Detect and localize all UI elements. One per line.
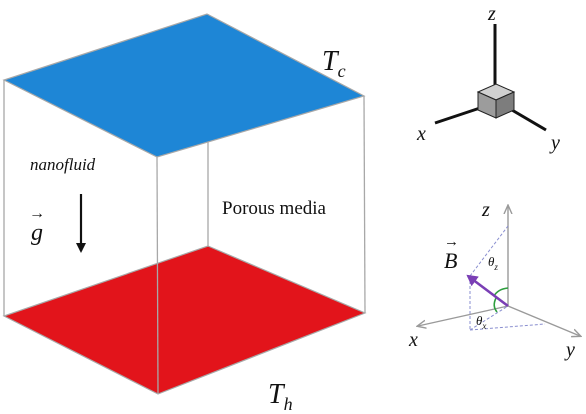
field-vector-B [466, 274, 509, 308]
theta-x-label: θx [476, 313, 486, 331]
projection-top [469, 225, 509, 277]
cold-temperature-label: Tc [322, 46, 346, 81]
field-x-axis [418, 305, 509, 326]
hot-wall [4, 246, 365, 394]
theta-z-arc [493, 287, 509, 297]
field-vector-label: B [444, 248, 457, 273]
right-vertical-edge [363, 95, 366, 314]
triad-z-label: z [487, 3, 496, 25]
cold-wall-outline [2, 13, 366, 158]
triad-y-label: y [549, 132, 560, 154]
theta-x-arc [493, 297, 498, 313]
field-z-label: z [481, 199, 490, 221]
field-vector-arrow-symbol: → [444, 234, 459, 250]
triad-x-label: x [416, 123, 426, 145]
field-y-label: y [564, 339, 575, 361]
gravity-label: g [31, 220, 43, 246]
gravity-arrow-symbol: → [29, 205, 45, 222]
nanofluid-label: nanofluid [30, 155, 96, 174]
gravity-vector: → g [29, 194, 86, 253]
field-x-label: x [408, 329, 418, 351]
front-vertical-edge [156, 156, 159, 395]
hot-temperature-label: Th [268, 379, 293, 414]
field-diagram: z x y → B θz θx [408, 199, 580, 361]
axes-triad: z x y [416, 3, 560, 154]
porous-media-label: Porous media [222, 198, 327, 219]
projection-base-b [469, 323, 546, 331]
theta-z-label: θz [488, 254, 498, 272]
projection-base-a [469, 305, 509, 331]
cold-wall [4, 14, 364, 157]
triad-cube [476, 83, 516, 119]
hot-wall-outline [2, 245, 367, 395]
field-y-axis [507, 305, 580, 336]
porous-cavity [2, 13, 367, 395]
